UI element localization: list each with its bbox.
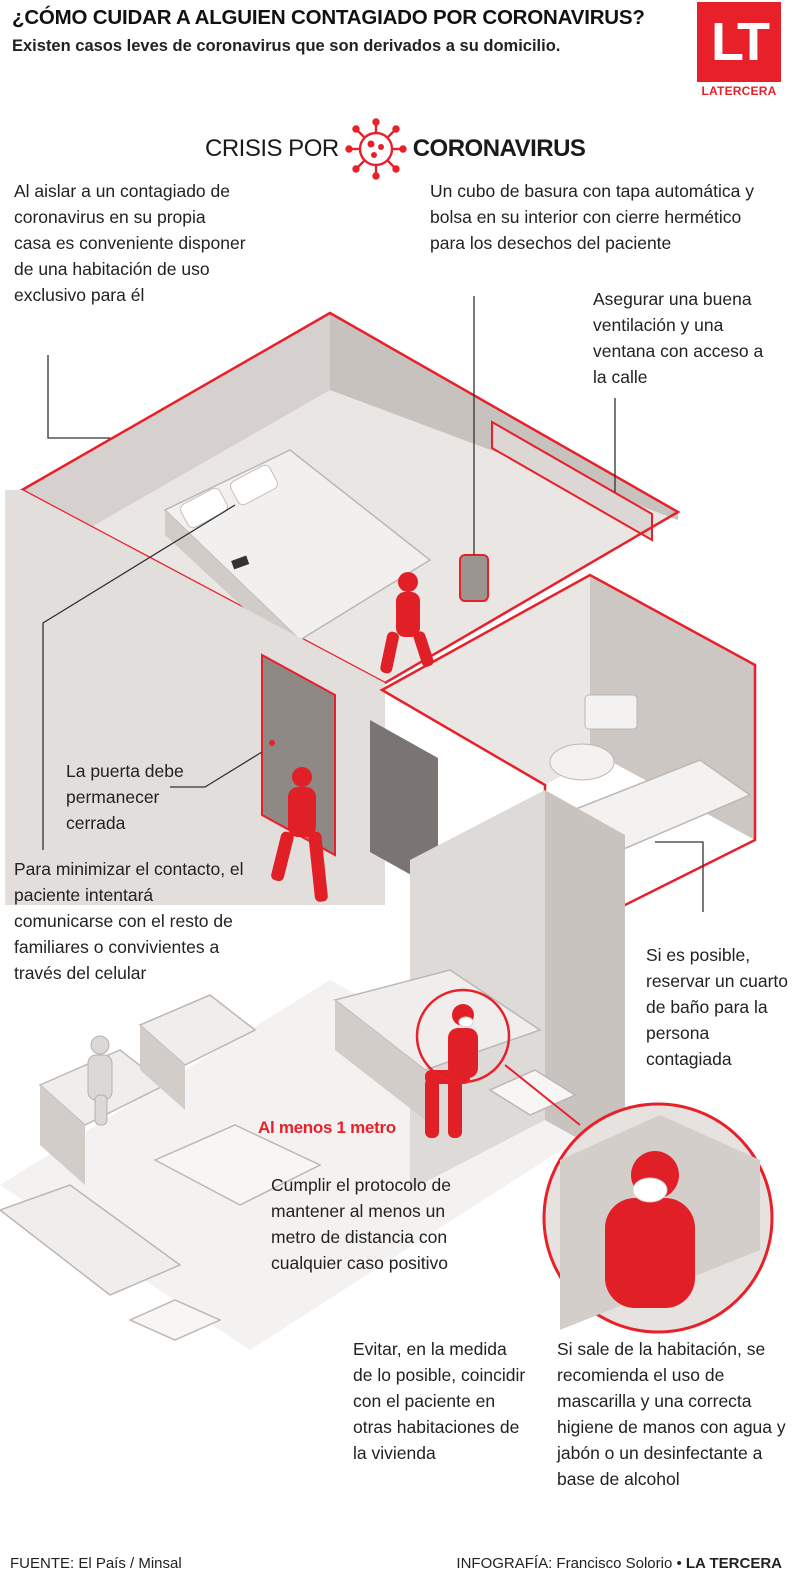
door — [261, 653, 336, 857]
latercera-logo: LT — [697, 2, 781, 82]
mask-icon — [632, 1177, 668, 1203]
highlight-circle — [415, 988, 511, 1084]
note-trash: Un cubo de basura con tapa automática y … — [430, 181, 754, 253]
mask-icon — [458, 1016, 474, 1028]
toilet-tank — [584, 694, 638, 730]
patient-figure — [380, 572, 434, 674]
virus-icon — [345, 118, 407, 180]
note-protocol: Cumplir el protocolo de mantener al meno… — [271, 1175, 451, 1273]
armchair — [138, 994, 257, 1066]
partition-wall-side — [545, 790, 625, 1165]
credit-brand: LA TERCERA — [685, 1555, 782, 1572]
distance-label: Al menos 1 metro — [258, 1118, 396, 1137]
zoom-connector — [504, 1064, 581, 1126]
note-bathroom: Si es posible, reservar un cuarto de bañ… — [646, 945, 789, 1069]
household-member — [87, 1035, 113, 1126]
note-avoid: Evitar, en la medida de lo posible, coin… — [353, 1339, 526, 1463]
armchair-side — [40, 1085, 85, 1185]
section-banner-part1: CRISIS POR — [205, 135, 339, 162]
bathroom-outline — [379, 573, 757, 948]
source: FUENTE: El País / Minsal — [10, 1555, 182, 1572]
sofa — [333, 969, 542, 1071]
credit: INFOGRAFÍA: Francisco Solorio • LA TERCE… — [456, 1555, 782, 1572]
note-door: La puerta debe permanecer cerrada — [66, 761, 184, 833]
coffee-table — [153, 1124, 322, 1206]
section-banner: CRISIS POR CORONAVIRUS — [205, 118, 586, 180]
door-knob — [269, 740, 275, 746]
phone-icon — [231, 555, 250, 570]
trash-bin — [459, 554, 489, 602]
headline: ¿CÓMO CUIDAR A ALGUIEN CONTAGIADO POR CO… — [12, 6, 645, 29]
note-ventilation: Asegurar una buena ventilación y una ven… — [593, 289, 764, 387]
bedroom-wall-right — [330, 313, 678, 520]
pillow — [230, 464, 278, 506]
leader-lines — [42, 296, 704, 912]
side-table — [128, 1299, 222, 1341]
bench — [0, 1184, 182, 1296]
logo-caption: LATERCERA — [701, 84, 777, 98]
subheadline: Existen casos leves de coronavirus que s… — [12, 37, 561, 55]
note-phone: Para minimizar el contacto, el paciente … — [14, 859, 244, 983]
pillow — [180, 487, 228, 529]
hallway-door — [370, 720, 438, 890]
patient-figure — [271, 767, 328, 902]
note-mask: Si sale de la habitación, se recomienda … — [557, 1339, 786, 1489]
window — [491, 420, 653, 542]
bedroom-wall — [22, 313, 330, 545]
section-banner-part2: CORONAVIRUS — [412, 135, 586, 162]
sofa-side — [335, 1000, 425, 1120]
credit-author: INFOGRAFÍA: Francisco Solorio • — [456, 1555, 682, 1572]
armchair-side — [140, 1025, 185, 1110]
note-isolate: Al aislar a un contagiado de coronavirus… — [14, 181, 246, 305]
toilet-bowl — [549, 743, 615, 781]
